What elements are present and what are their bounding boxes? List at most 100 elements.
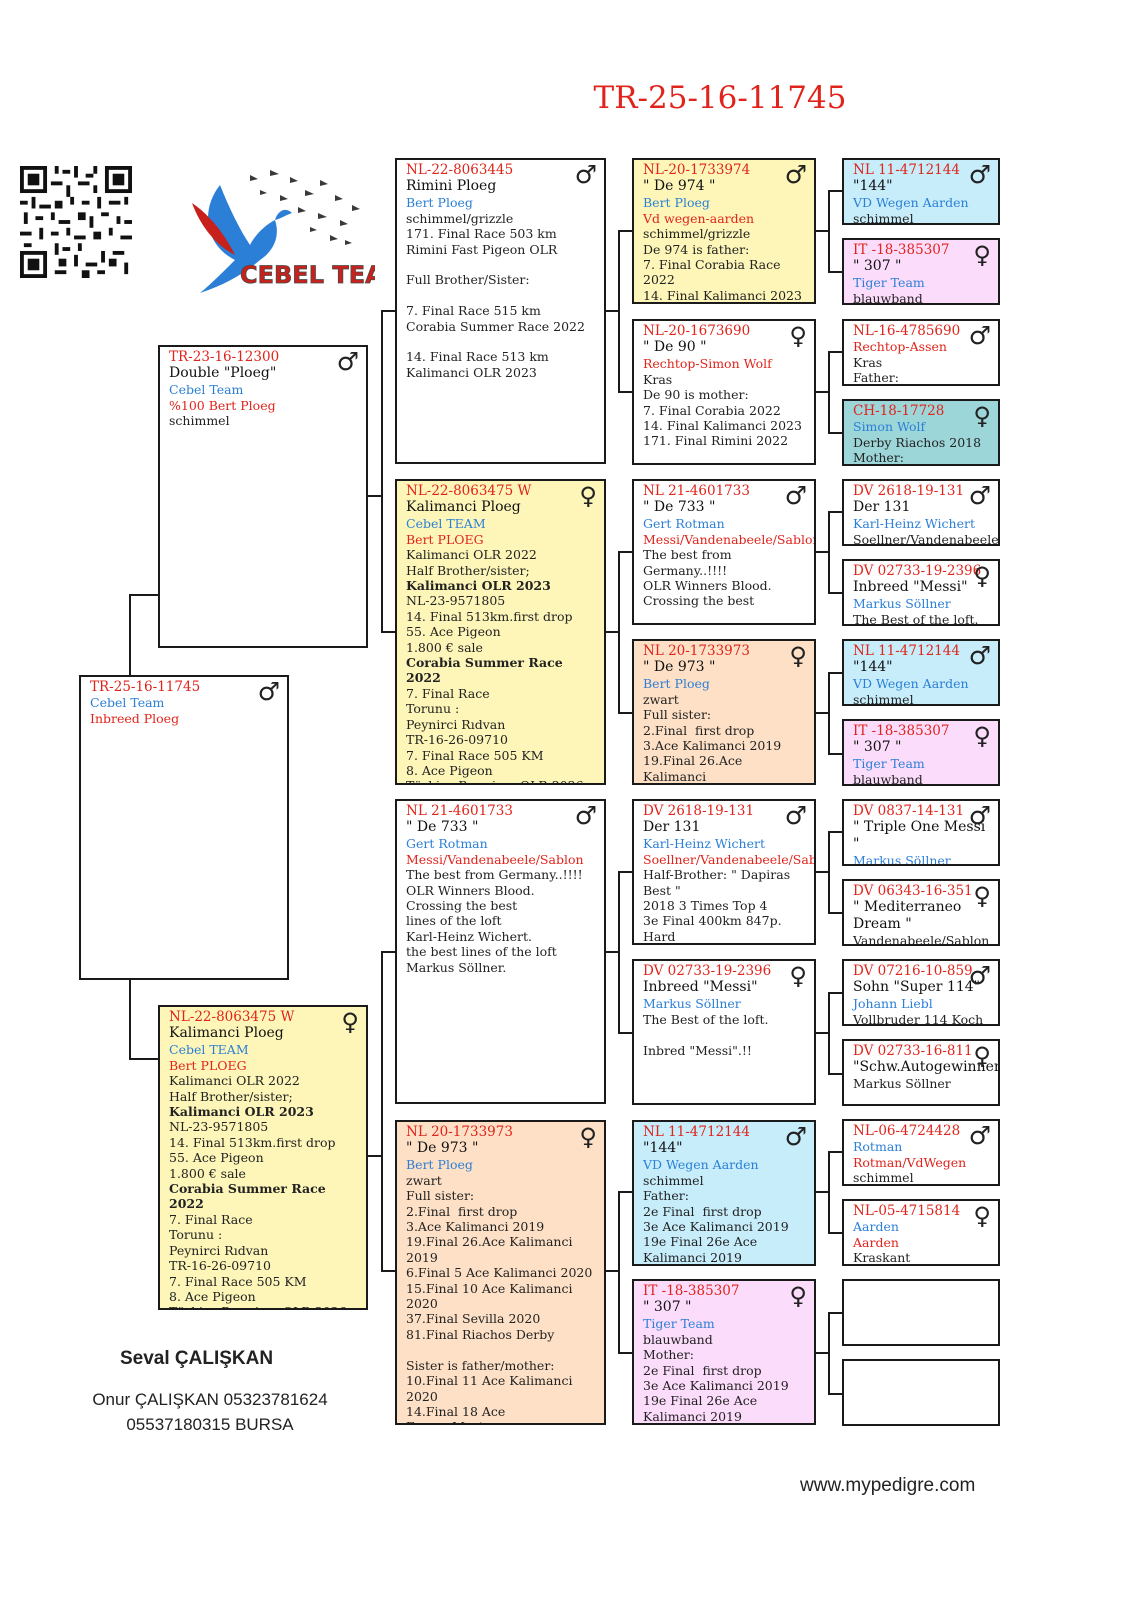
- note-line: 2.Final first drop: [406, 1203, 518, 1219]
- owner-name: VD Wegen Aarden: [643, 1157, 759, 1173]
- owner-name: Bert Ploeg: [643, 195, 710, 211]
- male-symbol-icon: ♂: [257, 677, 280, 706]
- card-ssd[interactable]: ♀NL-20-1673690" De 90 "Rechtop-Simon Wol…: [632, 319, 816, 465]
- note-line: 10.Final 11 Ace Kalimanci 2020: [406, 1373, 577, 1404]
- female-symbol-icon: ♀: [579, 1123, 597, 1151]
- note-line: Markus Söllner.: [406, 959, 507, 975]
- connector: [367, 1155, 382, 1157]
- note-line: Half Brother/sister;: [406, 562, 530, 578]
- note-line: 15.Final 10 Ace Kalimanci 2020: [406, 1280, 577, 1312]
- note-line: OLR Winners Blood.: [406, 882, 535, 898]
- breeder-name: Inbreed Ploeg: [90, 710, 180, 726]
- connector: [828, 753, 843, 755]
- note-line: zwart: [643, 691, 679, 707]
- note-line: Half Brother/sister;: [169, 1088, 293, 1104]
- connector: [618, 551, 620, 713]
- note-line: Full sister:: [406, 1188, 475, 1204]
- note-line: Kras: [853, 354, 883, 370]
- female-symbol-icon: ♀: [973, 1042, 991, 1070]
- breeder-name: Aarden: [853, 1234, 899, 1250]
- female-symbol-icon: ♀: [973, 1202, 991, 1230]
- female-symbol-icon: ♀: [789, 962, 807, 990]
- owner-name: VD Wegen Aarden: [853, 676, 969, 692]
- contact-line-1: Onur ÇALIŞKAN 05323781624: [92, 1390, 328, 1409]
- note-line: 14.Final 18 Ace EuropaMaster: [406, 1403, 506, 1423]
- note-line: schimmel: [853, 210, 914, 225]
- ring-number: DV 2618-19-131: [643, 803, 755, 819]
- connector: [828, 190, 843, 192]
- note-line: [406, 288, 596, 303]
- qr-code: [20, 166, 132, 278]
- note-line: Germany..!!!!: [643, 562, 728, 578]
- male-symbol-icon: ♂: [968, 961, 991, 990]
- note-line: Mother:: [853, 450, 904, 466]
- owner-name: Rotman: [853, 1139, 903, 1155]
- note-line: 14. Final 513km.first drop: [406, 608, 573, 624]
- pigeon-name: " De 973 ": [406, 1140, 479, 1157]
- pigeon-name: "144": [643, 1140, 683, 1157]
- note-line: 2e Final first drop: [643, 1203, 762, 1219]
- note-line: Türkiye Premium OLR 2026: [169, 1304, 358, 1308]
- breeder-name: Bert PLOEG: [169, 1057, 247, 1073]
- card-g9[interactable]: ♂DV 0837-14-131" Triple One Messi "Marku…: [842, 799, 1000, 866]
- pigeon-name: " De 974 ": [643, 178, 716, 195]
- male-symbol-icon: ♂: [968, 1121, 991, 1150]
- note-line: 19e Final 26e Ace: [643, 1234, 758, 1250]
- connector: [129, 979, 131, 1059]
- note-line: 2e Final first drop: [643, 1362, 762, 1378]
- pigeon-name: " De 973 ": [643, 659, 716, 676]
- card-g12[interactable]: ♀DV 02733-16-811"Schw.Autogewinnerin"Mar…: [842, 1039, 1000, 1106]
- note-line: 14. Final Kalimanci 2023: [643, 418, 802, 434]
- card-g15-empty[interactable]: [842, 1279, 1000, 1346]
- team-logo: CEBEL TEAM: [192, 170, 375, 293]
- contact-line-2: 05537180315 BURSA: [126, 1415, 294, 1434]
- note-line: Best ": [643, 882, 681, 898]
- breeder-name: Bert PLOEG: [406, 531, 484, 547]
- connector: [618, 230, 633, 232]
- note-line: Türkiye Premium OLR 2026: [406, 778, 596, 783]
- card-g16-empty[interactable]: [842, 1359, 1000, 1426]
- connector: [618, 871, 633, 873]
- breeder-name: Vd wegen-aarden: [643, 210, 755, 226]
- note-line: Kalimanci OLR 2022: [406, 547, 537, 563]
- note-line: [406, 334, 596, 349]
- note-line: Vollbruder 114 Koch: [853, 1011, 984, 1026]
- connector: [828, 1312, 843, 1314]
- connector: [618, 391, 633, 393]
- connector: [828, 1151, 830, 1233]
- breeder-name: %100 Bert Ploeg: [169, 397, 276, 413]
- note-line: Markus Söllner: [853, 1076, 951, 1092]
- note-line: 14. Final 513km.first drop: [169, 1134, 336, 1150]
- owner-name: Gert Rotman: [406, 836, 488, 852]
- note-line: Peynirci Rıdvan: [406, 716, 506, 732]
- website-link[interactable]: www.mypedigre.com: [800, 1475, 976, 1496]
- connector: [828, 190, 830, 272]
- card-g10[interactable]: ♀DV 06343-16-351" Mediterraneo Dream "Va…: [842, 879, 1000, 946]
- note-line: lines of the loft: [406, 913, 502, 929]
